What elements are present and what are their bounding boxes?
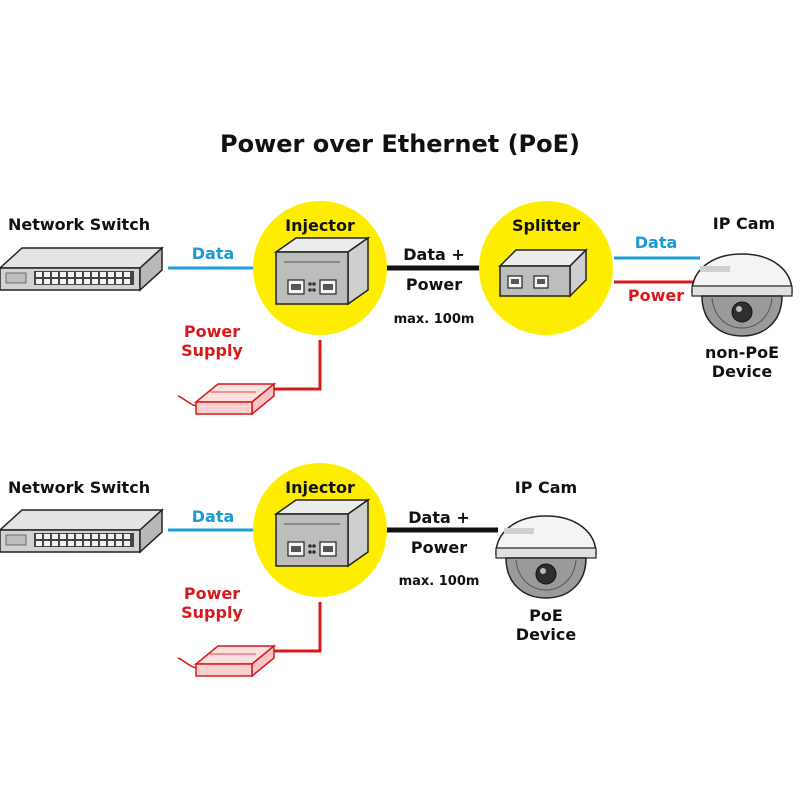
poe-splitter-icon bbox=[499, 249, 587, 297]
network-switch-icon bbox=[0, 247, 163, 291]
power-adapter-icon bbox=[177, 645, 275, 677]
power-adapter-icon bbox=[177, 383, 275, 415]
bottom-row: Network Switch Data Injector Power Suppl… bbox=[0, 463, 597, 677]
top-device-label-2: Device bbox=[712, 362, 773, 381]
top-switch-label: Network Switch bbox=[8, 215, 150, 234]
top-device-label-1: non-PoE bbox=[705, 343, 779, 362]
bottom-power-supply-label-1: Power bbox=[184, 584, 240, 603]
bottom-power-supply-label-2: Supply bbox=[181, 603, 243, 622]
bottom-power-supply-line bbox=[274, 602, 322, 653]
bottom-data-label: Data bbox=[192, 507, 235, 526]
bottom-distance-label: max. 100m bbox=[399, 574, 480, 589]
bottom-combined-label-1: Data + bbox=[408, 508, 470, 527]
top-combined-label-1: Data + bbox=[403, 245, 465, 264]
dome-camera-icon bbox=[691, 253, 793, 337]
poe-injector-icon bbox=[275, 499, 369, 567]
bottom-injector-label: Injector bbox=[285, 478, 355, 497]
top-power-supply-line bbox=[274, 340, 322, 391]
bottom-combined-label-2: Power bbox=[411, 538, 467, 557]
top-power-supply-label-1: Power bbox=[184, 322, 240, 341]
top-row: Network Switch Data Injector Power Suppl… bbox=[0, 201, 793, 415]
top-combined-label-2: Power bbox=[406, 275, 462, 294]
top-camera-label: IP Cam bbox=[713, 214, 775, 233]
top-out-data-label: Data bbox=[635, 233, 678, 252]
top-data-label: Data bbox=[192, 244, 235, 263]
top-out-power-label: Power bbox=[628, 286, 684, 305]
top-power-supply-label-2: Supply bbox=[181, 341, 243, 360]
bottom-camera-label: IP Cam bbox=[515, 478, 577, 497]
page-title: Power over Ethernet (PoE) bbox=[220, 130, 580, 158]
network-switch-icon bbox=[0, 509, 163, 553]
bottom-switch-label: Network Switch bbox=[8, 478, 150, 497]
top-injector-label: Injector bbox=[285, 216, 355, 235]
dome-camera-icon bbox=[495, 515, 597, 599]
bottom-device-label-1: PoE bbox=[529, 606, 563, 625]
poe-injector-icon bbox=[275, 237, 369, 305]
top-distance-label: max. 100m bbox=[394, 312, 475, 327]
bottom-device-label-2: Device bbox=[516, 625, 577, 644]
top-splitter-label: Splitter bbox=[512, 216, 580, 235]
